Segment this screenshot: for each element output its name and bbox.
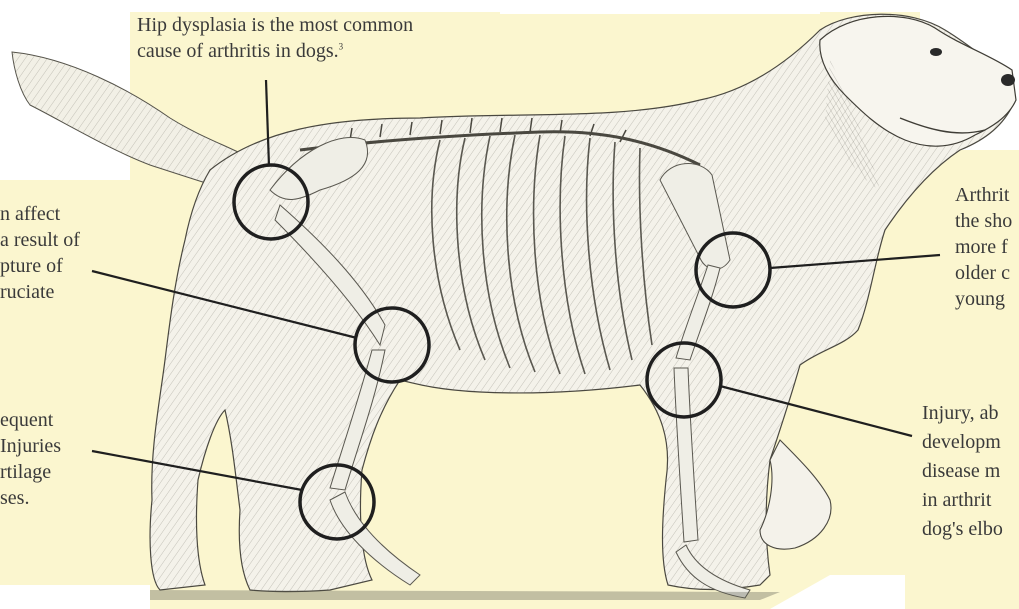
nose-icon bbox=[1001, 74, 1015, 86]
callout-hip-line-2: cause of arthritis in dogs.3 bbox=[137, 38, 413, 64]
callout-hip: Hip dysplasia is the most common cause o… bbox=[137, 12, 413, 64]
callout-hock-line-3: rtilage bbox=[0, 459, 61, 485]
callout-hip-line-1: Hip dysplasia is the most common bbox=[137, 12, 413, 38]
callout-shoulder: Arthrit the sho more f older c young bbox=[955, 182, 1012, 312]
callout-hip-line-2-text: cause of arthritis in dogs. bbox=[137, 40, 339, 62]
callout-elbow-line-1: Injury, ab bbox=[922, 399, 1003, 428]
callout-hock-line-1: equent bbox=[0, 407, 61, 433]
callout-elbow-line-3: disease m bbox=[922, 457, 1003, 486]
callout-elbow-line-2: developm bbox=[922, 428, 1003, 457]
callout-knee-line-1: n affect bbox=[0, 201, 80, 227]
callout-elbow: Injury, ab developm disease m in arthrit… bbox=[922, 399, 1003, 544]
callout-shoulder-line-5: young bbox=[955, 286, 1012, 312]
footnote-marker: 3 bbox=[339, 41, 344, 51]
callout-knee-line-4: ruciate bbox=[0, 279, 80, 305]
callout-shoulder-line-4: older c bbox=[955, 260, 1012, 286]
callout-shoulder-line-1: Arthrit bbox=[955, 182, 1012, 208]
callout-knee-line-3: pture of bbox=[0, 253, 80, 279]
callout-knee-line-2: a result of bbox=[0, 227, 80, 253]
callout-shoulder-line-2: the sho bbox=[955, 208, 1012, 234]
callout-knee: n affect a result of pture of ruciate bbox=[0, 201, 80, 305]
callout-shoulder-line-3: more f bbox=[955, 234, 1012, 260]
callout-hock-line-4: ses. bbox=[0, 485, 61, 511]
callout-elbow-line-4: in arthrit bbox=[922, 486, 1003, 515]
callout-elbow-line-5: dog's elbo bbox=[922, 515, 1003, 544]
callout-hock-line-2: Injuries bbox=[0, 433, 61, 459]
callout-hock: equent Injuries rtilage ses. bbox=[0, 407, 61, 511]
eye-icon bbox=[930, 48, 942, 56]
